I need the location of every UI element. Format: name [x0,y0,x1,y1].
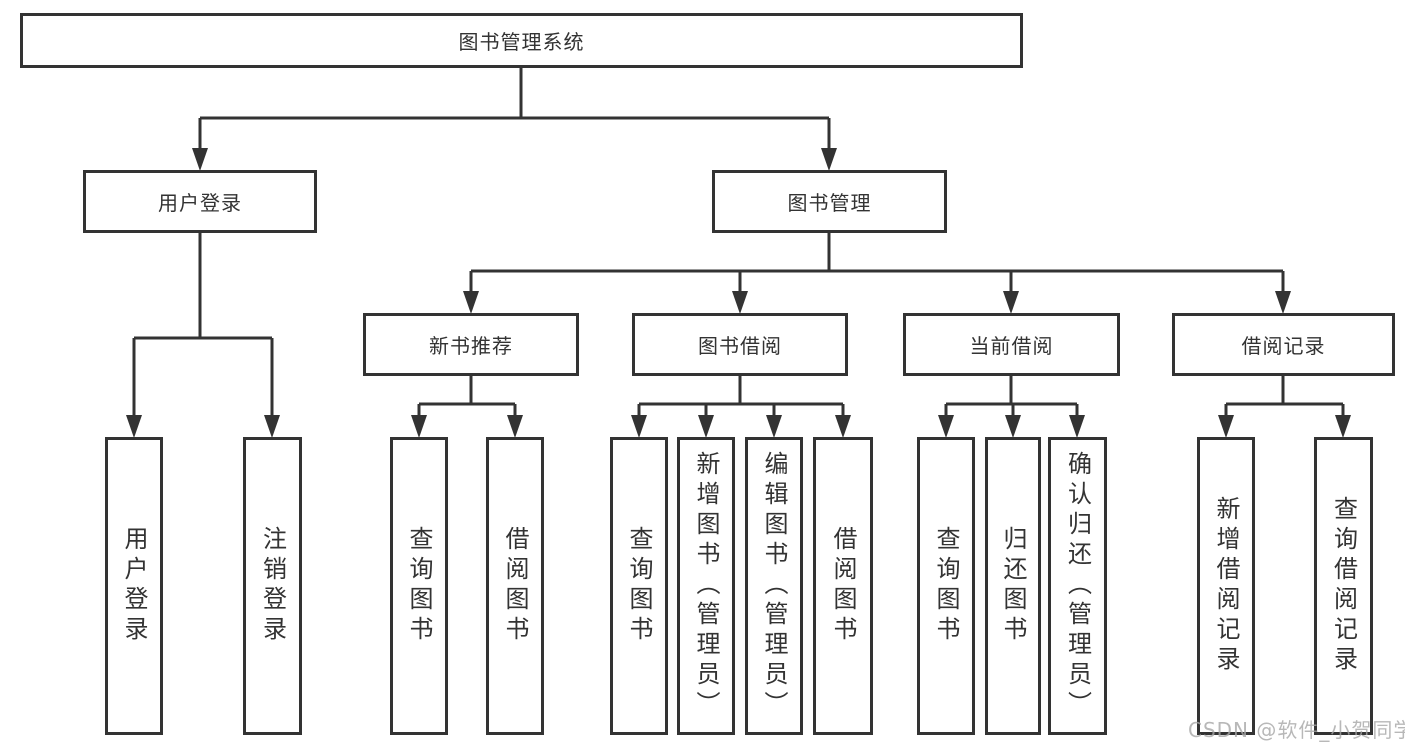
node-book-management: 图书管理 [712,170,947,233]
leaf-recommend-borrow-books: 借阅图书 [486,437,544,735]
csdn-watermark: CSDN @软件_小贺同学 [1188,718,1405,742]
node-user-login: 用户登录 [83,170,317,233]
node-book-borrowing: 图书借阅 [632,313,848,376]
leaf-user-login-label: 用户登录 [120,526,148,646]
leaf-edit-books-admin: 编辑图书（管理员） [745,437,803,735]
connector-user-login [132,233,274,417]
leaf-confirm-return-admin: 确认归还（管理员） [1048,437,1107,735]
leaf-borrowing-query-books-label: 查询图书 [625,526,653,646]
leaf-add-borrow-record: 新增借阅记录 [1197,437,1255,735]
leaf-return-books-label: 归还图书 [999,526,1027,646]
arrowheads-book-borrowing [631,415,851,438]
arrowheads-borrowing-records [1218,415,1351,438]
leaf-user-login: 用户登录 [105,437,163,735]
connector-current-borrowing [944,376,1079,417]
leaf-query-borrow-record: 查询借阅记录 [1314,437,1373,735]
leaf-add-books-admin: 新增图书（管理员） [677,437,735,735]
node-borrowing-records: 借阅记录 [1172,313,1395,376]
leaf-current-query-books: 查询图书 [917,437,975,735]
leaf-return-books: 归还图书 [985,437,1041,735]
leaf-edit-books-admin-label: 编辑图书（管理员） [760,451,788,721]
leaf-borrowing-borrow-books: 借阅图书 [813,437,873,735]
connector-root [198,68,831,150]
arrowheads-book-management [463,291,1291,314]
leaf-query-borrow-record-label: 查询借阅记录 [1329,496,1358,676]
connector-new-book-recommend [417,376,517,417]
arrowheads-root [192,148,837,171]
arrowheads-new-book-recommend [411,415,523,438]
leaf-recommend-borrow-books-label: 借阅图书 [501,526,529,646]
node-new-book-recommend: 新书推荐 [363,313,579,376]
arrowheads-current-borrowing [938,415,1085,438]
leaf-add-books-admin-label: 新增图书（管理员） [692,451,720,721]
leaf-recommend-query-books: 查询图书 [390,437,448,735]
leaf-recommend-query-books-label: 查询图书 [405,526,433,646]
leaf-current-query-books-label: 查询图书 [932,526,960,646]
connector-book-borrowing [637,376,845,417]
leaf-logout: 注销登录 [243,437,302,735]
connector-book-management [469,233,1285,293]
arrowheads-user-login [126,415,280,438]
leaf-confirm-return-admin-label: 确认归还（管理员） [1063,451,1092,721]
leaf-add-borrow-record-label: 新增借阅记录 [1212,496,1240,676]
leaf-borrowing-query-books: 查询图书 [610,437,668,735]
connector-borrowing-records [1224,376,1345,417]
node-current-borrowing: 当前借阅 [903,313,1120,376]
leaf-borrowing-borrow-books-label: 借阅图书 [829,526,857,646]
leaf-logout-label: 注销登录 [258,526,287,646]
node-library-management-system: 图书管理系统 [20,13,1023,68]
